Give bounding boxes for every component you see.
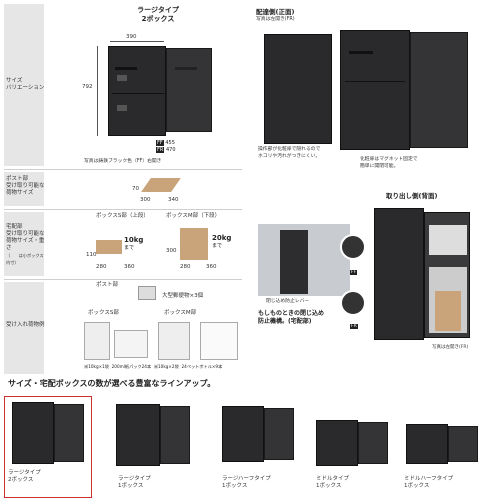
- post-dim-3: 340: [168, 197, 179, 203]
- box-s-label: ボックスS部（上段）: [96, 213, 149, 219]
- back-cabinet-interior: [424, 212, 470, 338]
- spec-cabinet-body: [108, 46, 166, 136]
- paper-pack-item: [114, 330, 148, 358]
- door-slot: [175, 67, 197, 70]
- front-note-right: 化粧扉はマグネット固定で 簡単に開閉可能。: [360, 157, 418, 169]
- example-post-item: 大型郵便物×3個: [162, 293, 204, 299]
- example-s-label: ボックスS部: [88, 310, 119, 316]
- lever-zoom-fr: [340, 290, 366, 316]
- back-title: 取り出し側(背面): [386, 192, 438, 200]
- spec-cabinet-door: [166, 48, 212, 132]
- front-title: 配達側(正面): [256, 8, 295, 16]
- lineup-cabinet-5: [406, 424, 448, 464]
- rice-bag-1: [84, 322, 110, 360]
- example-m-label: ボックスM部: [164, 310, 197, 316]
- back-cabinet-body: [374, 208, 424, 340]
- height-dimension: 792: [82, 84, 93, 90]
- stored-parcel: [435, 291, 461, 331]
- lever-photo: [258, 224, 350, 296]
- lineup-door-3: [264, 408, 294, 460]
- row-header-post: [4, 172, 44, 206]
- tag-fr: FR: [350, 324, 358, 329]
- row-label-post: ポスト部受け取り可能な荷物サイズ: [6, 176, 45, 196]
- row-label-size: サイズバリエーション: [6, 78, 45, 91]
- lineup-cabinet-4: [316, 420, 358, 466]
- lineup-cabinet-2: [116, 404, 160, 466]
- large-mail-item: [138, 286, 156, 300]
- safety-text: もしものときの閉じ込め 防止機構。(宅配部): [258, 310, 325, 325]
- front-cabinet-open: [340, 30, 410, 150]
- lineup-item-highlight: [4, 396, 92, 498]
- box-m-label: ボックスM部（下段）: [166, 213, 221, 219]
- row-divider: [4, 279, 242, 280]
- post-parcel: [141, 178, 181, 192]
- box-m-parcel: [180, 228, 208, 260]
- tag-ff: FF: [350, 270, 358, 275]
- lineup-door-1: [54, 404, 84, 462]
- front-note-left: 操作部が化粧扉で隠れるので ホコリや汚れがつきにくい。: [258, 147, 321, 159]
- example-captions: 米10kg×1袋 200ml紙パック24本 米10kg×2袋 24ペットボトル×…: [84, 364, 223, 369]
- row-header-examples: [4, 282, 44, 374]
- back-sub: 写真は左開き(FR): [432, 345, 469, 350]
- row-divider: [4, 209, 242, 210]
- box-s-h: 110: [86, 252, 97, 258]
- box-s-w: 280: [96, 264, 107, 270]
- row-header-delivery: [4, 212, 44, 276]
- keypad: [117, 75, 127, 81]
- post-dim-1: 70: [132, 186, 139, 192]
- width-dimension-line: [110, 41, 164, 42]
- width-dimension: 390: [126, 34, 137, 40]
- front-cabinet-closed: [264, 34, 332, 144]
- box-s-parcel: [96, 240, 122, 254]
- height-dimension-line: [97, 46, 98, 136]
- lever-zoom-ff: [340, 234, 366, 260]
- row-divider: [4, 169, 242, 170]
- lever-door: [280, 230, 308, 294]
- lineup-headline: サイズ・宅配ボックスの数が選べる豊富なラインアップ。: [8, 379, 216, 388]
- row-header-size: [4, 4, 44, 166]
- box-m-h: 300: [166, 248, 177, 254]
- bottle-pack-item: [200, 322, 238, 360]
- row-label-examples: 受け入れ荷物例: [6, 322, 45, 328]
- example-post-label: ポスト部: [96, 282, 119, 288]
- box-divider: [112, 93, 164, 94]
- spec-photo-caption: 写真は鋳鉄ブラック色（FF）右開き: [84, 159, 162, 164]
- lineup-door-2: [160, 406, 190, 464]
- post-dim-2: 300: [140, 197, 151, 203]
- mail-slot: [115, 67, 137, 70]
- front-sub: 写真は左開き(FR): [256, 17, 295, 22]
- box-m-d: 360: [206, 264, 217, 270]
- box-divider: [345, 81, 405, 82]
- front-open-door: [410, 32, 468, 148]
- lineup-door-5: [448, 426, 478, 462]
- rice-bag-2: [158, 322, 190, 360]
- depth-dims: FF 455 FR 470: [156, 140, 176, 153]
- lineup-door-4: [358, 422, 388, 464]
- keypad: [117, 105, 127, 111]
- row-label-delivery: 宅配部受け取り可能な荷物サイズ・重さ（ は小ボックス内寸）: [6, 224, 45, 265]
- lever-label: 閉じ込め防止レバー: [266, 299, 310, 304]
- mail-slot: [349, 51, 373, 54]
- box-s-d: 360: [124, 264, 135, 270]
- lineup-cabinet-3: [222, 406, 264, 462]
- lower-compartment: [429, 267, 467, 333]
- upper-compartment: [429, 225, 467, 255]
- lineup-cabinet-1: [12, 402, 54, 464]
- box-m-w: 280: [180, 264, 191, 270]
